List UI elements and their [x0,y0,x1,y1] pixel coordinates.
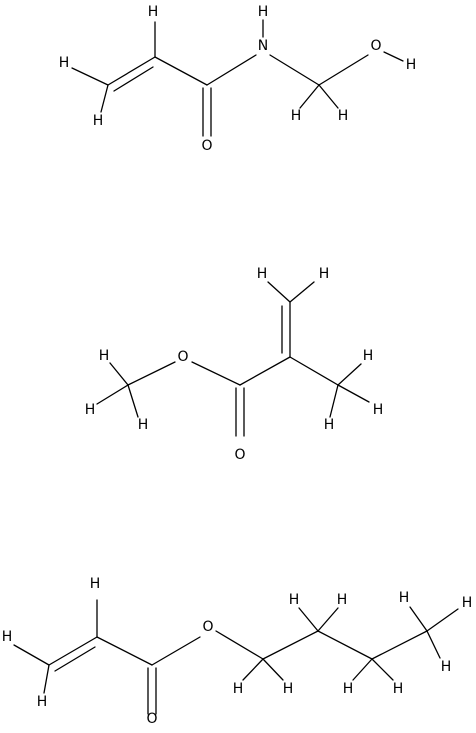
atom-label: H [90,576,101,592]
bond-c4-h-right [318,84,339,109]
bond-c1-h-left [13,644,50,666]
atom-label: H [337,592,348,608]
atom-label: H [393,681,404,697]
bond-ch3-h-down [329,384,339,418]
atom-label: H [324,417,335,433]
atom-label: H [319,266,330,282]
atom-label: H [59,55,70,71]
bond-c2-c3 [96,636,153,666]
bond-c4-h-right [262,658,284,681]
atom-label: H [99,348,110,364]
bond-c1-h-down [100,84,109,113]
bond-c7-h-up [409,606,428,632]
bond-och3-h-left [96,384,129,405]
atom-label: H [338,108,349,124]
molecule-2: H H O H H H H H H O [85,266,384,463]
atom-label: O [201,138,212,154]
atom-label: O [177,349,188,365]
bond-c1-c2 [48,636,98,666]
bond-c3-oester [151,636,201,666]
atom-label: H [93,113,104,129]
bond-c5-h-right [317,607,339,632]
bond-c4-h-left [299,84,320,109]
bond-o-h [383,51,404,62]
molecule-1: H H H N H O H H H O [59,4,417,154]
bond-c6-c7 [371,630,428,660]
atom-label: H [283,681,294,697]
bond-c6-h-left [352,658,373,681]
bond-c7-h-right [426,608,459,632]
molecule-2-bonds [96,281,370,437]
atom-label: O [370,38,381,54]
molecule-1-bonds [71,19,404,137]
atom-label: H [85,402,96,418]
bond-c1-c2-inner [54,646,96,672]
bond-c5-h-left [298,607,319,632]
atom-label: H [148,4,159,20]
bond-c4-h-left [242,658,264,681]
molecule-1-atoms: H H H N H O H H H O [59,4,417,154]
bond-c1-c2 [107,56,156,86]
bond-ch2-h-left [267,281,291,303]
bond-ch3-h-top [337,363,362,386]
atom-label: N [258,38,268,54]
atom-label: H [373,402,384,418]
bond-c4-o [318,54,369,86]
bond-c2-c3 [154,56,208,86]
bond-c1-h-left [71,67,109,86]
atom-label: H [399,590,410,606]
atom-label: H [37,694,48,710]
atom-label: H [289,592,300,608]
bond-n-c4 [269,54,320,86]
bond-och3-h-up [109,362,129,386]
atom-label: H [462,595,473,611]
atom-label: H [258,4,269,20]
atom-label: H [343,681,354,697]
bond-c-carbonyl [239,356,291,386]
bond-c4-c5 [262,630,319,660]
atom-label: H [406,57,417,73]
bond-och3-h-down [127,384,139,418]
bond-c3-n [206,54,257,86]
atom-label: O [234,447,245,463]
bond-oester-ch3 [127,361,176,386]
molecule-3-bonds [13,599,459,715]
bond-oester-c4 [215,630,264,660]
atom-label: H [2,629,13,645]
bond-c1-h-down [43,664,50,694]
bond-c-ch3 [289,356,339,386]
molecule-3: H H H O H H H H H H H H H O [2,576,473,727]
bond-c7-h-down [426,630,441,659]
bond-ch2-h-right [289,281,315,303]
bond-c6-h-right [371,658,394,681]
molecule-3-atoms: H H H O H H H H H H H H H O [2,576,473,727]
atom-label: O [202,619,213,635]
bond-carbonyl-oester [191,361,241,386]
atom-label: H [257,266,268,282]
atom-label: H [233,681,244,697]
bond-c5-c6 [317,630,373,660]
atom-label: O [146,711,157,727]
bond-c1-c2-inner [113,66,154,92]
atom-label: H [138,417,149,433]
atom-label: H [441,659,452,675]
molecule-2-atoms: H H O H H H H H H O [85,266,384,463]
atom-label: H [291,108,302,124]
atom-label: H [363,348,374,364]
bond-ch3-h-right [337,384,370,403]
